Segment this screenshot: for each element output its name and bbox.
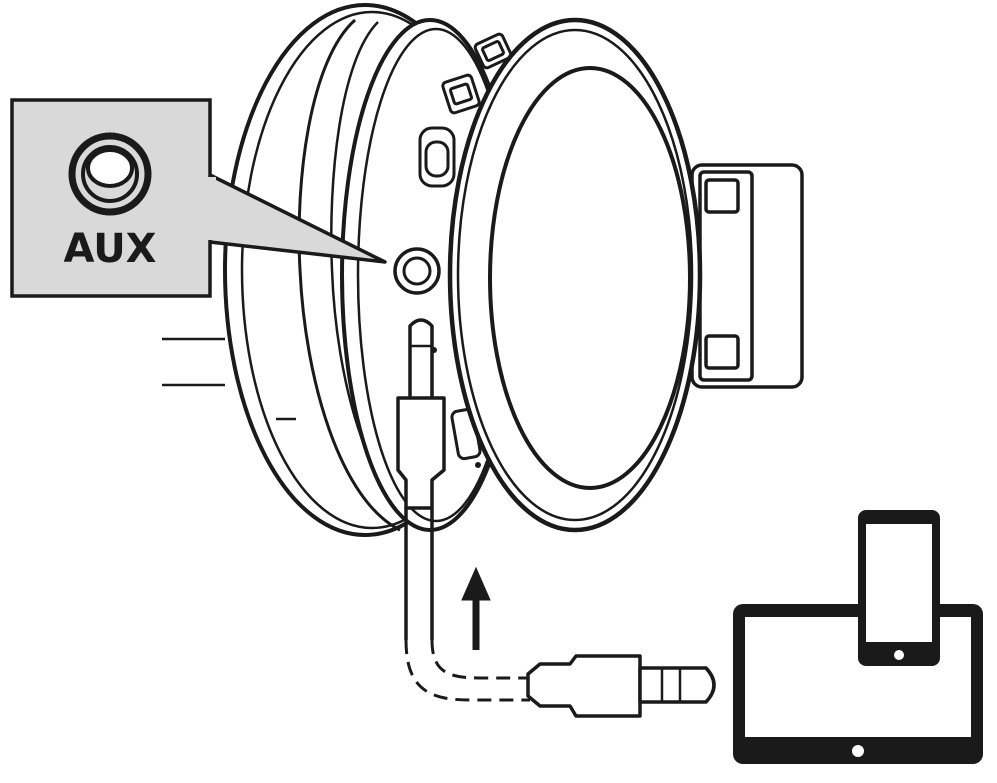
aux-callout: AUX bbox=[10, 98, 387, 298]
aux-port bbox=[393, 247, 441, 295]
aux-label: AUX bbox=[63, 226, 156, 272]
control-buttons bbox=[418, 32, 513, 188]
headband-connector bbox=[690, 163, 804, 389]
headphone-earcup-icon bbox=[162, 3, 703, 537]
aux-jack-icon bbox=[68, 132, 152, 216]
arrow-up-icon bbox=[461, 566, 491, 650]
bottom-plug bbox=[526, 654, 716, 718]
smartphone-icon bbox=[858, 510, 940, 666]
audio-cable-icon bbox=[396, 318, 716, 718]
